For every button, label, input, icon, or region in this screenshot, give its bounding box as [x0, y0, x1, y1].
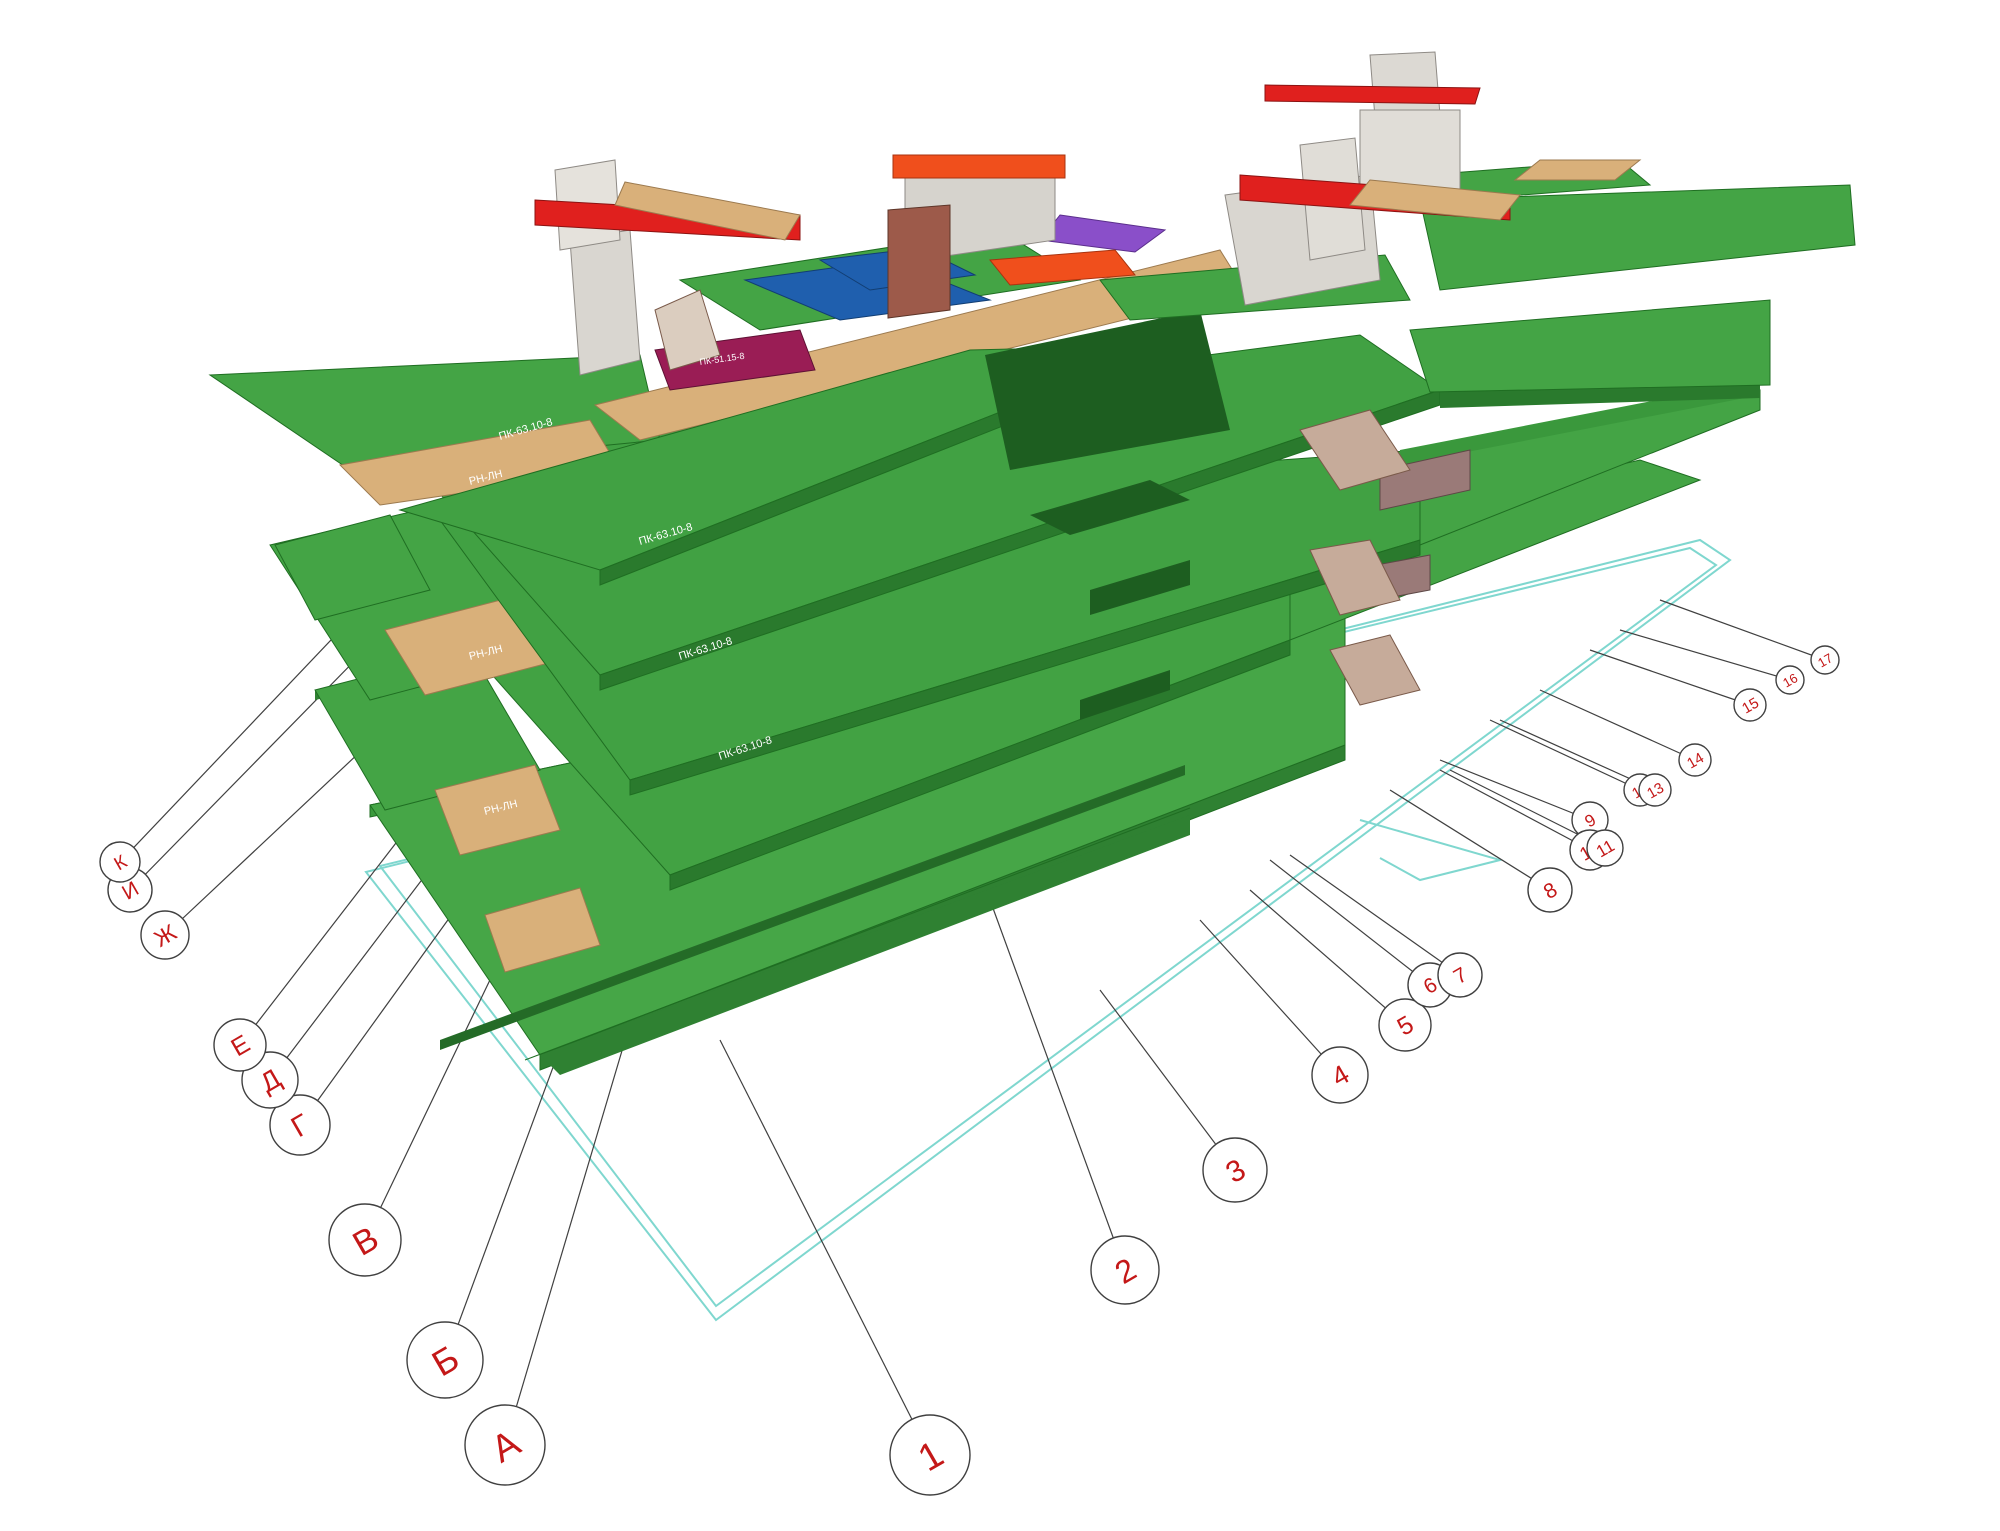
axis-letter-bubble-Ж: Ж — [140, 910, 190, 960]
stair-bottom — [1329, 634, 1421, 706]
axis-number-label-14: 14 — [1684, 749, 1707, 772]
axis-letter-circle-К — [99, 841, 141, 883]
axis-letter-bubble-Г: Г — [269, 1094, 331, 1156]
axis-number-circle-11 — [1586, 829, 1624, 867]
axis-number-leader-3 — [1099, 989, 1236, 1171]
slab-l5-orange — [989, 249, 1136, 286]
axis-number-bubble-14: 14 — [1678, 743, 1712, 777]
axis-letter-leader-И — [129, 644, 371, 891]
axis-letter-circle-Ж — [140, 910, 190, 960]
beam-top-red — [1264, 84, 1481, 105]
axis-number-label-15: 15 — [1739, 694, 1762, 717]
axis-letter-circle-Б — [406, 1321, 484, 1399]
axis-number-leader-8 — [1389, 789, 1551, 891]
axis-number-label-16: 16 — [1780, 670, 1800, 690]
slab-l4-right-top — [1409, 299, 1771, 393]
slab-l5-purple — [1039, 214, 1167, 253]
axis-number-leader-15 — [1589, 649, 1751, 706]
axis-number-leader-14 — [1539, 689, 1696, 761]
axis-number-bubble-1: 1 — [889, 1414, 971, 1496]
slab-l1-tan — [484, 887, 601, 973]
axis-letter-leader-А — [504, 989, 641, 1446]
axis-number-circle-8 — [1527, 867, 1573, 913]
central-roof — [892, 154, 1066, 179]
axis-number-leader-2 — [989, 899, 1126, 1271]
axis-number-bubble-8: 8 — [1527, 867, 1573, 913]
axis-number-leader-12 — [1489, 719, 1641, 791]
axis-number-circle-2 — [1090, 1235, 1160, 1305]
axis-number-bubble-7: 7 — [1437, 952, 1483, 998]
axis-number-leader-4 — [1199, 919, 1341, 1076]
axis-number-circle-1 — [889, 1414, 971, 1496]
axis-letter-circle-Е — [213, 1018, 267, 1072]
axis-lines — [119, 599, 1826, 1456]
axis-number-bubble-17: 17 — [1810, 645, 1840, 675]
axis-number-bubble-13: 13 — [1638, 773, 1672, 807]
stair-flights — [654, 289, 1421, 706]
axis-number-circle-16 — [1775, 665, 1805, 695]
axis-number-leader-7 — [1289, 854, 1461, 976]
slab-l1-hollow-edge — [440, 765, 1185, 1050]
axis-number-bubble-5: 5 — [1378, 998, 1432, 1052]
axis-bubbles: АБВГДЕЖИК1234567891011121314151617 — [99, 645, 1840, 1496]
axis-number-bubble-4: 4 — [1311, 1046, 1369, 1104]
slab-l2-tan — [434, 764, 561, 856]
axis-number-circle-7 — [1437, 952, 1483, 998]
axis-number-leader-5 — [1249, 889, 1406, 1026]
axis-number-leader-16 — [1619, 629, 1791, 681]
slab-l5-far-right — [1419, 184, 1856, 291]
axis-number-bubble-3: 3 — [1202, 1137, 1268, 1203]
axis-number-circle-4 — [1311, 1046, 1369, 1104]
slab-l3-right-top — [1400, 380, 1760, 465]
axis-number-circle-13 — [1638, 773, 1672, 807]
stair-upper — [654, 289, 721, 371]
axis-number-bubble-9: 9 — [1571, 801, 1609, 839]
slab-l4-dark-strip — [1030, 480, 1190, 535]
axis-number-label-13: 13 — [1644, 779, 1667, 802]
slab-l5-dark-strip — [985, 310, 1230, 470]
axis-letter-circle-Г — [269, 1094, 331, 1156]
axis-letter-circle-В — [328, 1203, 402, 1277]
wall-left-tall — [569, 229, 641, 376]
axis-number-leader-17 — [1659, 599, 1826, 661]
beam-left-tan — [614, 181, 801, 241]
axis-letter-bubble-Б: Б — [406, 1321, 484, 1399]
wall-top-right — [1369, 51, 1441, 119]
axis-letter-bubble-К: К — [99, 841, 141, 883]
axis-number-circle-3 — [1202, 1137, 1268, 1203]
axis-number-leader-9 — [1439, 759, 1591, 821]
slab-l2-dark-strip — [1080, 670, 1170, 720]
axis-number-bubble-16: 16 — [1775, 665, 1805, 695]
axis-letter-bubble-Е: Е — [213, 1018, 267, 1072]
axis-number-leader-10 — [1439, 769, 1591, 851]
axis-number-leader-1 — [719, 1039, 931, 1456]
axis-letter-leader-К — [119, 619, 351, 863]
axis-letter-bubble-А: А — [464, 1404, 546, 1486]
brick-pillar — [887, 204, 951, 319]
slab-l3-front — [629, 539, 1421, 796]
slab-l1-top-2 — [540, 815, 1190, 1075]
wall-blocks — [534, 51, 1521, 376]
level-5-slabs — [208, 159, 1856, 586]
stair-mid — [1299, 409, 1411, 491]
axis-number-label-17: 17 — [1815, 650, 1835, 670]
slab-l4-left — [274, 514, 431, 621]
slab-l5-tan-right — [1513, 159, 1642, 181]
axis-number-leader-6 — [1269, 859, 1431, 986]
stair-low — [1309, 539, 1401, 616]
axis-letter-circle-А — [464, 1404, 546, 1486]
axis-number-bubble-15: 15 — [1733, 688, 1767, 722]
axis-number-circle-15 — [1733, 688, 1767, 722]
slab-l3-dark-strip — [1090, 560, 1190, 615]
axis-letter-bubble-В: В — [328, 1203, 402, 1277]
axis-number-circle-14 — [1678, 743, 1712, 777]
beam-right-tan — [1349, 179, 1521, 221]
axis-number-circle-17 — [1810, 645, 1840, 675]
axis-number-bubble-11: 11 — [1586, 829, 1624, 867]
axis-number-circle-5 — [1378, 998, 1432, 1052]
axis-number-bubble-2: 2 — [1090, 1235, 1160, 1305]
